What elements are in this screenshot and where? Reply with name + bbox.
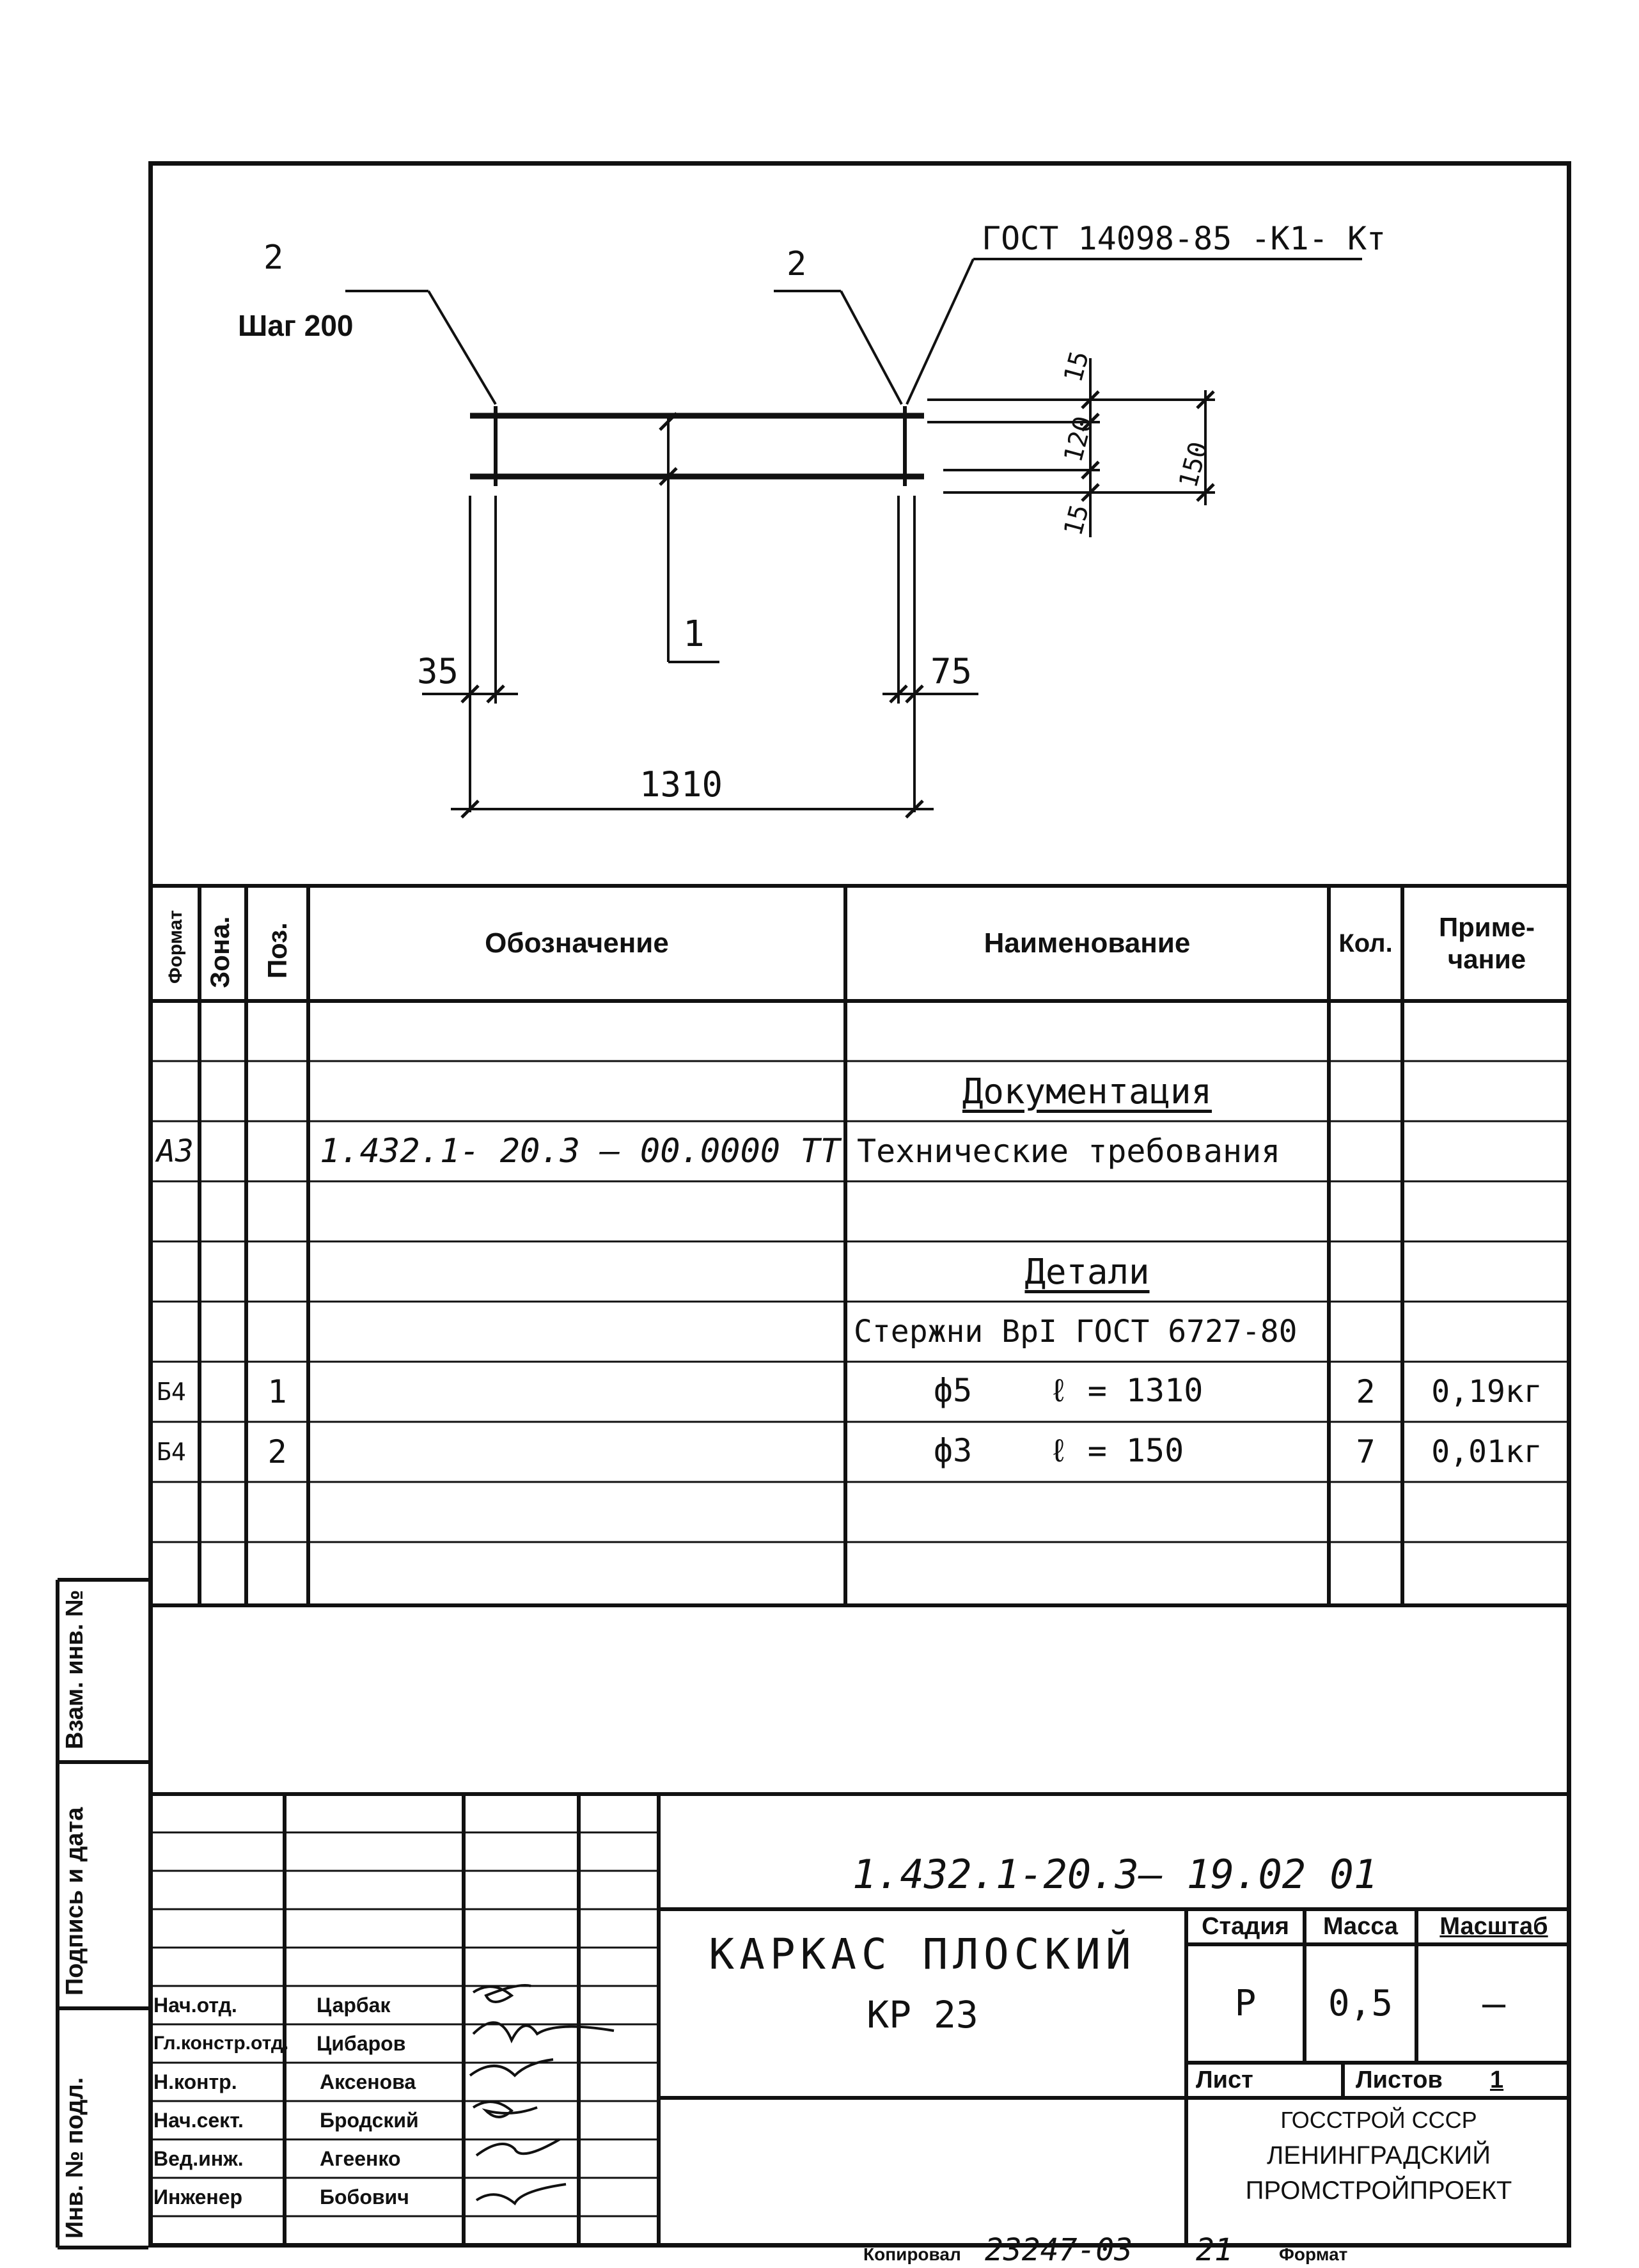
section-details: Детали <box>1024 1251 1150 1292</box>
row-name: ф5 ℓ = 1310 <box>934 1372 1204 1409</box>
pos-left-label: 2 <box>263 239 283 277</box>
signature-scribbles <box>469 1984 615 2206</box>
header-designation: Обозначение <box>485 927 669 959</box>
row-format: Б4 <box>157 1438 186 1466</box>
row-note: 0,19кг <box>1431 1374 1542 1410</box>
person-name: Бобович <box>320 2185 409 2209</box>
header-note: Приме- чание <box>1438 911 1535 974</box>
org-line-2: ЛЕНИНГРАДСКИЙ <box>1267 2141 1491 2170</box>
mass-label: Масса <box>1322 1913 1399 1940</box>
row-format: А3 <box>157 1133 194 1169</box>
row-name: ф3 ℓ = 150 <box>934 1432 1184 1469</box>
person-role: Н.контр. <box>153 2070 237 2093</box>
dim-75: 75 <box>930 651 972 691</box>
stage-value: Р <box>1234 1983 1257 2024</box>
sheets-value: 1 <box>1490 2067 1504 2093</box>
org-line-1: ГОССТРОЙ СССР <box>1280 2107 1477 2133</box>
person-role: Вед.инж. <box>153 2146 244 2170</box>
row-pos: 1 <box>267 1373 287 1410</box>
person-name: Царбак <box>317 1993 391 2017</box>
document-code: 1.432.1-20.3– 19.02 01 <box>852 1850 1378 1898</box>
row-pos: 2 <box>267 1433 287 1470</box>
drawing-subtitle: КР 23 <box>867 1993 978 2036</box>
reinforcement-drawing: ГОСТ 14098-85 -К1- Кт 2 Шаг 200 2 1 15 1… <box>238 220 1386 819</box>
drawing-frame <box>148 161 1571 2248</box>
pos-middle-label: 1 <box>683 613 705 655</box>
scale-label: Масштаб <box>1439 1913 1548 1940</box>
person-name: Агеенко <box>320 2146 401 2170</box>
step-label: Шаг 200 <box>238 309 354 342</box>
person-name: Аксенова <box>320 2070 416 2093</box>
dim-35: 35 <box>417 651 459 691</box>
dim-1310: 1310 <box>639 764 723 805</box>
header-name: Наименование <box>984 927 1191 959</box>
mass-value: 0,5 <box>1328 1983 1393 2024</box>
header-qty: Кол. <box>1338 929 1393 957</box>
row-designation: 1.432.1- 20.3 – 00.0000 ТТ <box>320 1132 840 1170</box>
org-line-3: ПРОМСТРОЙПРОЕКТ <box>1245 2176 1512 2205</box>
row-name: Технические требования <box>857 1133 1281 1170</box>
row-qty: 7 <box>1356 1433 1376 1470</box>
sheets-label: Листов <box>1356 2067 1443 2093</box>
person-name: Бродский <box>320 2108 419 2132</box>
person-role: Инженер <box>153 2185 243 2209</box>
format-label: Формат <box>1279 2244 1348 2264</box>
scale-value: — <box>1482 1981 1506 2026</box>
copied-label: Копировал <box>863 2244 961 2264</box>
section-documentation: Документация <box>962 1071 1212 1112</box>
spec-table-grid <box>148 884 1571 1607</box>
person-role: Нач.сект. <box>153 2108 244 2132</box>
drawing-title: КАРКАС ПЛОСКИЙ <box>709 1929 1136 1979</box>
person-name: Цибаров <box>317 2031 406 2055</box>
row-name: Стержни ВрI ГОСТ 6727-80 <box>854 1314 1298 1350</box>
row-note: 0,01кг <box>1431 1434 1542 1470</box>
gost-label: ГОСТ 14098-85 -К1- Кт <box>982 220 1386 257</box>
row-format: Б4 <box>157 1378 186 1406</box>
page-number: 21 <box>1196 2232 1233 2268</box>
stage-label: Стадия <box>1202 1913 1289 1940</box>
person-role: Гл.констр.отд. <box>153 2033 289 2054</box>
side-stamp-grid <box>56 1578 148 2249</box>
copy-number: 23247-03 <box>985 2232 1133 2268</box>
row-qty: 2 <box>1356 1373 1376 1410</box>
sheet-label: Лист <box>1196 2067 1253 2093</box>
pos-right-label: 2 <box>787 245 806 283</box>
person-role: Нач.отд. <box>153 1993 237 2017</box>
